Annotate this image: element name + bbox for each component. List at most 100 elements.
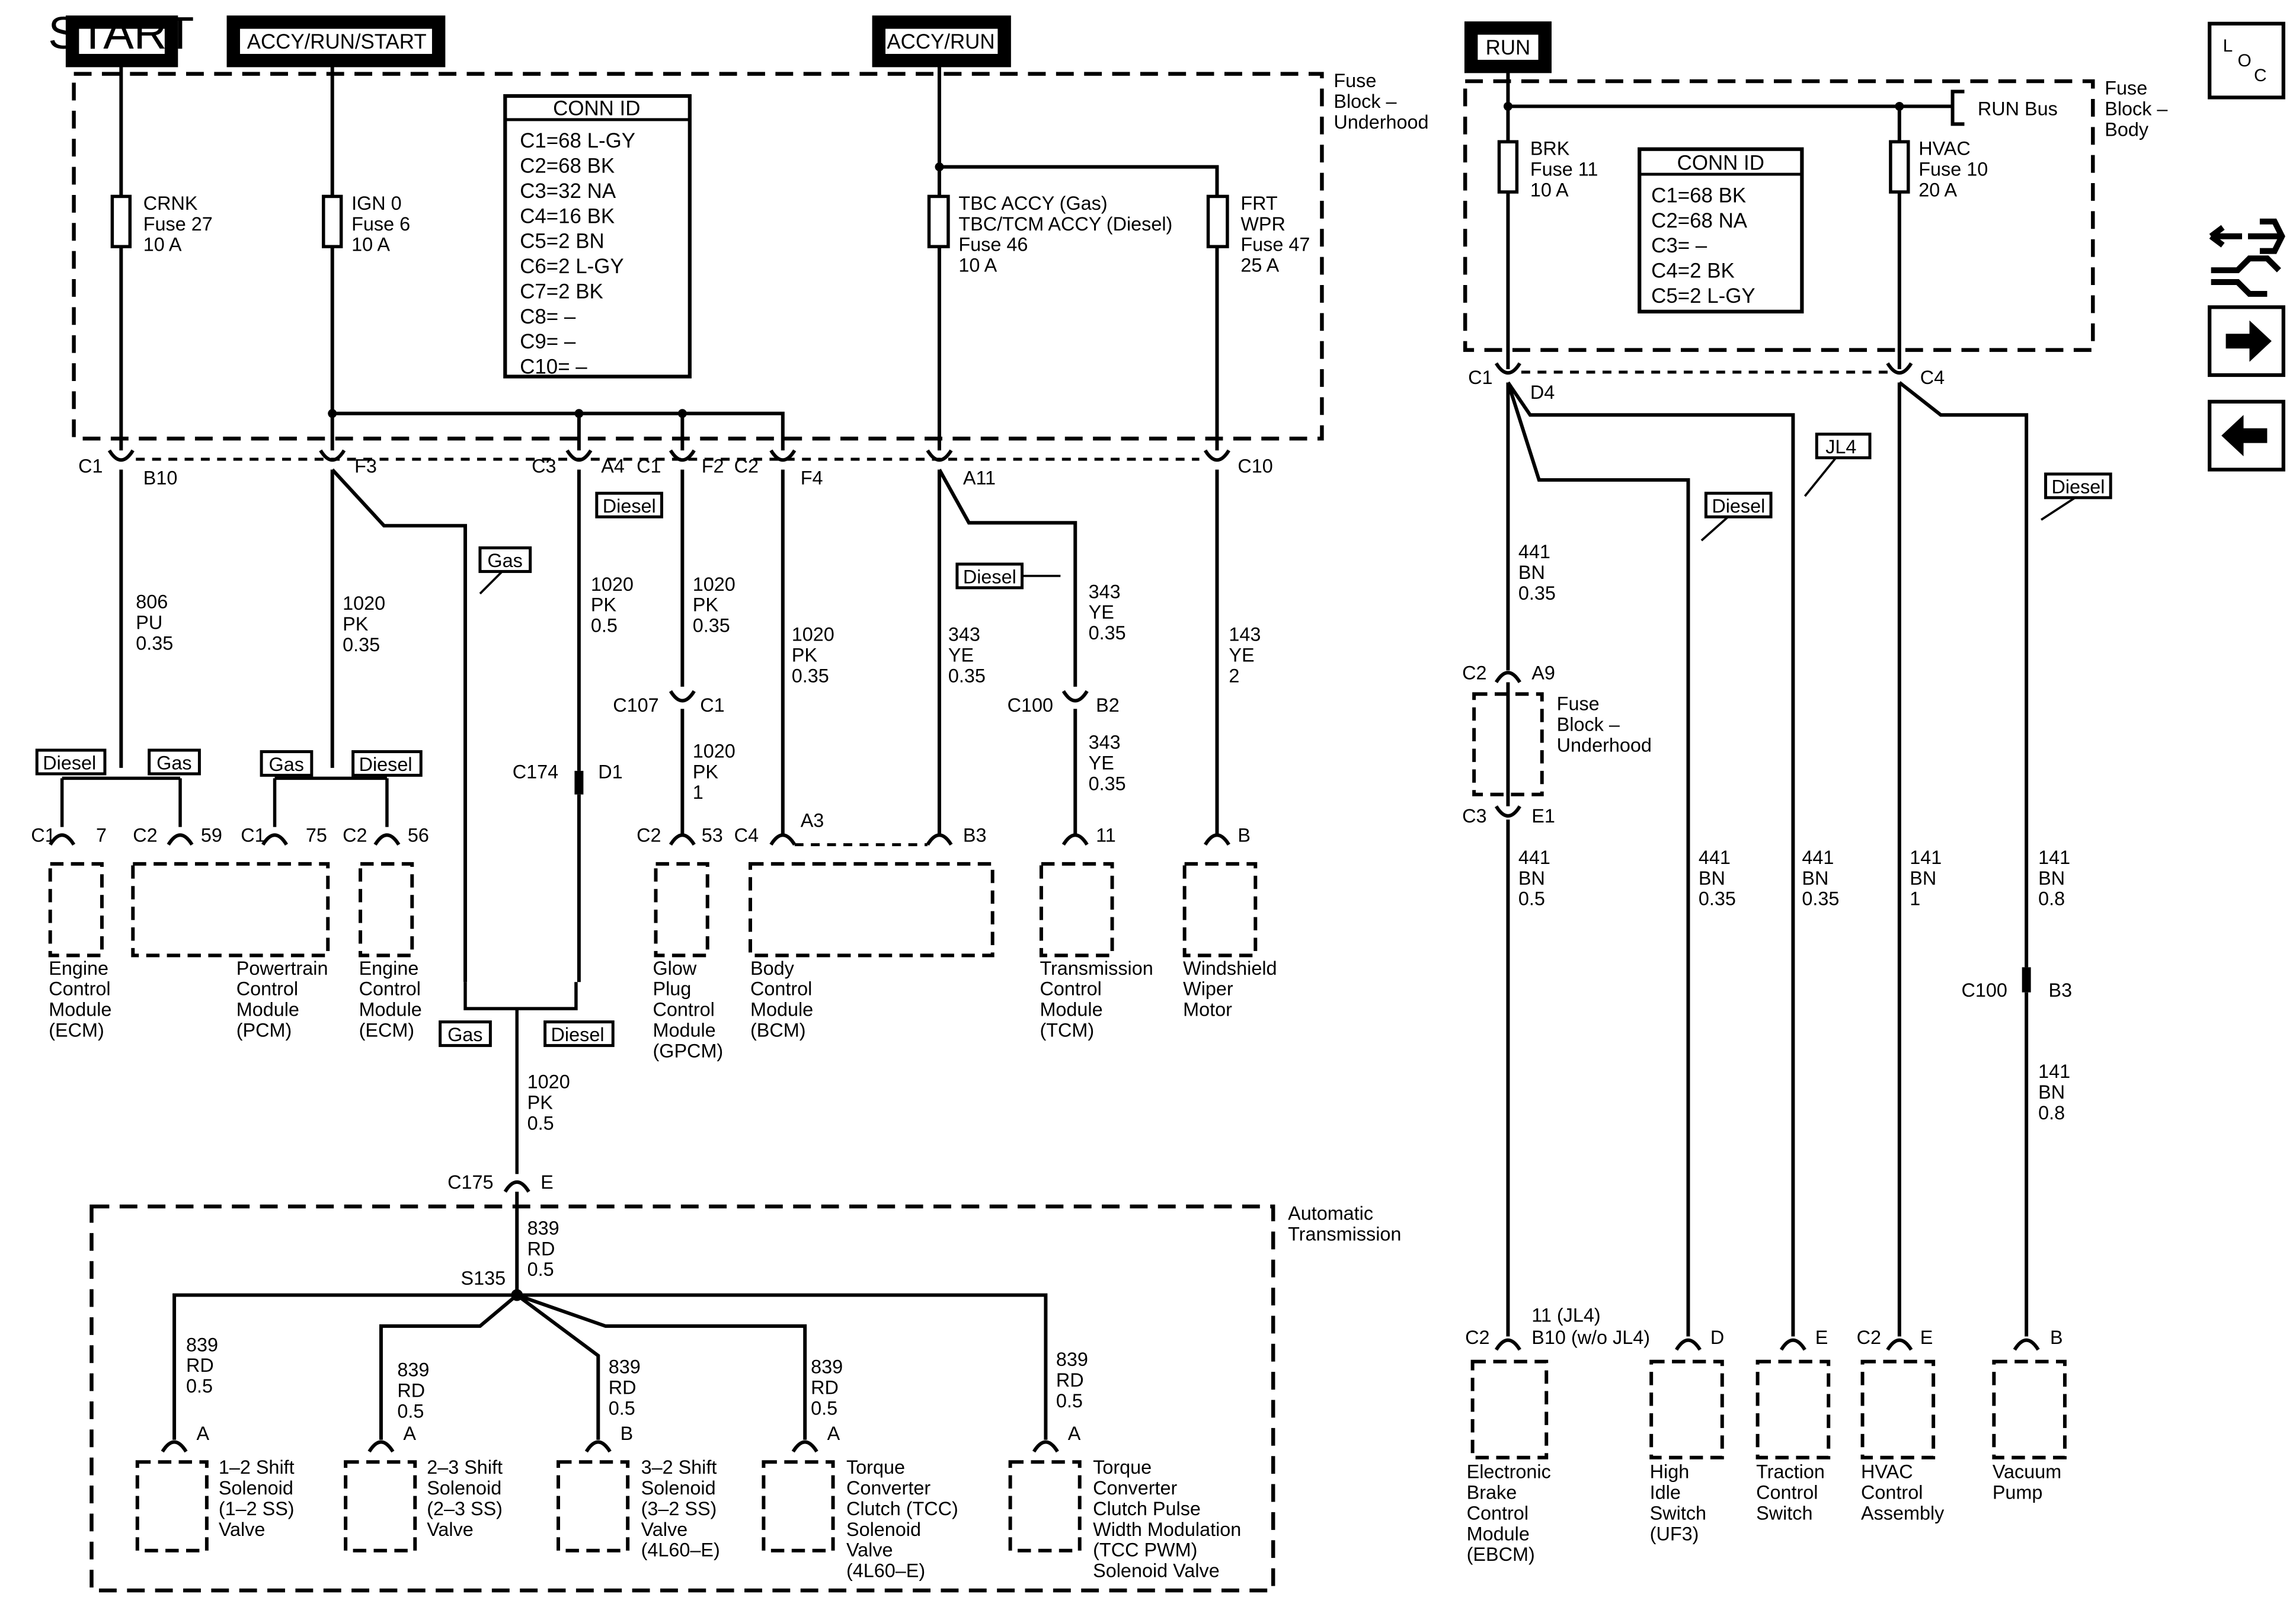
- pin-b10-label: B10: [143, 467, 178, 488]
- svg-text:B3: B3: [963, 824, 987, 846]
- svg-text:Diesel: Diesel: [359, 754, 412, 775]
- conn-c1c-label: C1: [700, 694, 724, 716]
- prev-page-button[interactable]: [2208, 399, 2285, 472]
- fuse-hvac-icon: [1889, 140, 1910, 194]
- fuse-tbc-icon: [927, 194, 950, 248]
- svg-text:D4: D4: [1530, 382, 1555, 403]
- loc-button[interactable]: L O C: [2208, 21, 2285, 100]
- tcm-box: [1039, 862, 1114, 958]
- svg-text:Gas: Gas: [156, 752, 191, 773]
- power-label-start: START: [48, 8, 194, 68]
- conn-c174-label: C174: [513, 761, 558, 782]
- svg-text:CONN ID: CONN ID: [553, 97, 640, 120]
- svg-text:CONN ID: CONN ID: [1677, 152, 1764, 175]
- svg-text:E: E: [541, 1172, 554, 1193]
- svg-text:7: 7: [96, 824, 107, 846]
- automatic-transmission-outline: [89, 1204, 1275, 1593]
- svg-text:Gas: Gas: [269, 754, 304, 775]
- svg-text:JL4: JL4: [1825, 436, 1856, 457]
- svg-text:C2: C2: [1465, 1327, 1489, 1348]
- next-page-button[interactable]: [2208, 305, 2285, 377]
- svg-text:E: E: [1920, 1327, 1933, 1348]
- fuse-block-underhood-outline: [72, 72, 1324, 441]
- pin-d1-label: D1: [598, 761, 622, 782]
- power-label-run: RUN: [1464, 21, 1552, 73]
- power-label-accy-run: ACCY/RUN: [872, 15, 1011, 68]
- pin-a4-label: A4: [601, 455, 625, 476]
- svg-text:A3: A3: [801, 810, 824, 831]
- svg-text:A: A: [1068, 1423, 1081, 1444]
- svg-text:B: B: [621, 1423, 634, 1444]
- svg-text:A9: A9: [1531, 662, 1555, 683]
- svg-text:RUN: RUN: [1486, 36, 1531, 59]
- svg-text:Diesel: Diesel: [551, 1024, 605, 1045]
- svg-text:C: C: [2254, 66, 2267, 85]
- pin-f3-label: F3: [354, 455, 377, 476]
- svg-text:C2: C2: [1462, 662, 1486, 683]
- fuse-brk-icon: [1497, 140, 1519, 194]
- svg-text:ACCY/RUN/START: ACCY/RUN/START: [247, 30, 427, 53]
- splice-s135-label: S135: [461, 1267, 506, 1289]
- svg-text:B: B: [2050, 1327, 2063, 1348]
- fuse-frt-wpr-icon: [1206, 194, 1229, 248]
- svg-text:O: O: [2238, 51, 2252, 71]
- svg-text:START: START: [48, 8, 194, 59]
- svg-text:E: E: [1815, 1327, 1828, 1348]
- svg-text:C3: C3: [1462, 805, 1486, 827]
- svg-text:C100: C100: [1962, 980, 2007, 1001]
- svg-text:Diesel: Diesel: [603, 495, 656, 517]
- svg-text:C1: C1: [31, 824, 55, 846]
- pcm-box: [131, 862, 330, 958]
- svg-text:C1: C1: [1468, 367, 1492, 388]
- splice-s135: [511, 1289, 523, 1301]
- svg-text:Gas: Gas: [487, 550, 522, 571]
- svg-text:C4: C4: [1920, 367, 1945, 388]
- svg-text:59: 59: [201, 824, 222, 846]
- svg-text:C4: C4: [734, 824, 759, 846]
- svg-text:C175: C175: [447, 1172, 493, 1193]
- pin-a11-label: A11: [963, 467, 996, 488]
- svg-text:D: D: [1710, 1327, 1724, 1348]
- svg-text:C2: C2: [637, 824, 661, 846]
- pin-b2-label: B2: [1096, 694, 1120, 716]
- conn-c1-label: C1: [78, 455, 103, 476]
- svg-text:Gas: Gas: [447, 1024, 482, 1045]
- ecm2-box: [359, 862, 414, 958]
- svg-text:Diesel: Diesel: [1712, 495, 1765, 517]
- gpcm-box: [654, 862, 709, 958]
- svg-text:56: 56: [408, 824, 429, 846]
- harness-connector-icon[interactable]: [2209, 218, 2285, 297]
